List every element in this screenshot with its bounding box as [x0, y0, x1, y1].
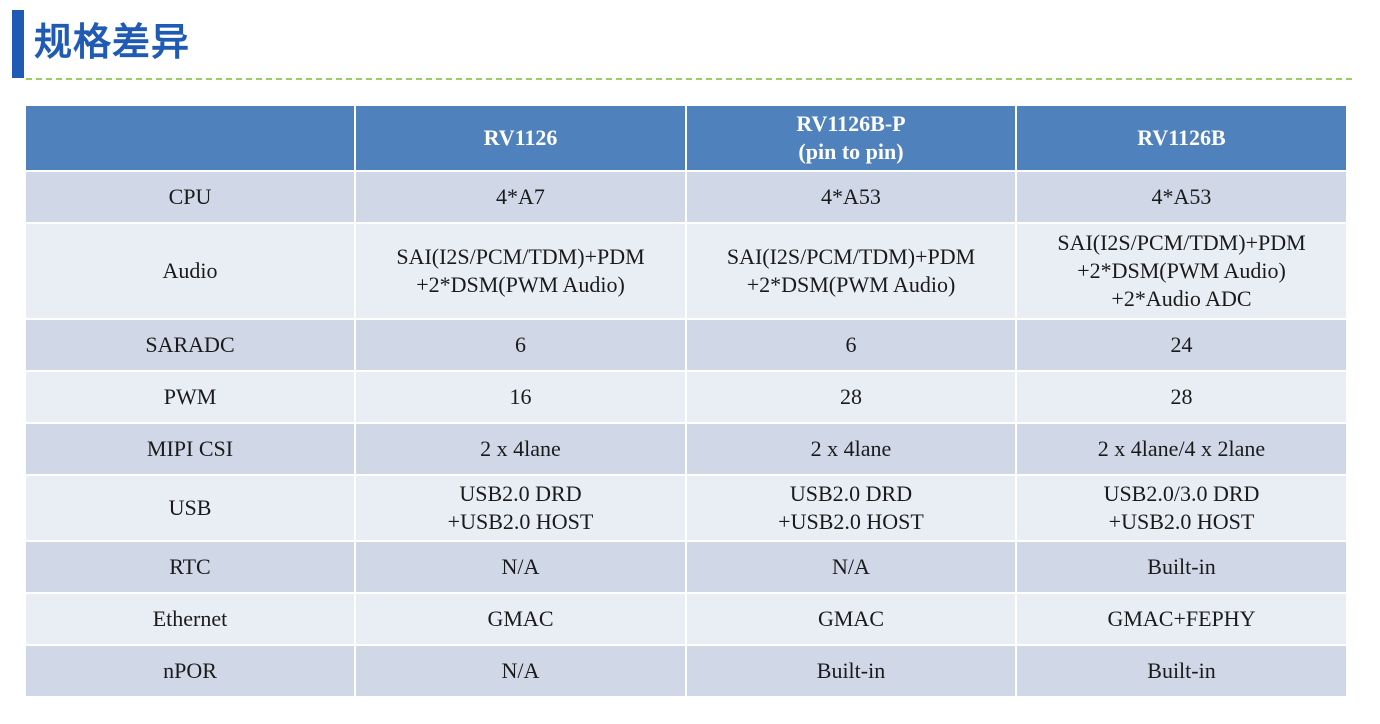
table-cell: USB2.0 DRD +USB2.0 HOST	[354, 474, 687, 542]
cell-text-line: N/A	[501, 554, 540, 579]
table-row-cpu: CPU 4*A7 4*A53 4*A53	[24, 170, 1348, 224]
cell-text-line: +2*DSM(PWM Audio)	[416, 272, 625, 297]
cell-text-line: 24	[1170, 332, 1193, 357]
header-text-line: RV1126B	[1137, 125, 1226, 150]
table-cell: GMAC	[685, 592, 1017, 646]
table-cell: N/A	[354, 644, 687, 698]
cell-text-line: 4*A53	[1151, 184, 1212, 209]
table-cell: 4*A7	[354, 170, 687, 224]
cell-text-line: GMAC+FEPHY	[1107, 606, 1256, 631]
cell-text-line: 4*A7	[496, 184, 545, 209]
page-title: 规格差异	[34, 20, 191, 64]
table-cell: Built-in	[1015, 540, 1348, 594]
cell-text-line: 16	[509, 384, 532, 409]
table-cell: GMAC+FEPHY	[1015, 592, 1348, 646]
cell-text-line: SAI(I2S/PCM/TDM)+PDM	[396, 244, 645, 269]
cell-text-line: GMAC	[487, 606, 554, 631]
cell-text-line: Built-in	[1147, 658, 1216, 683]
cell-text-line: USB2.0 DRD	[789, 481, 913, 506]
table-cell: 28	[685, 370, 1017, 424]
table-cell: SAI(I2S/PCM/TDM)+PDM +2*DSM(PWM Audio)	[354, 222, 687, 320]
table-cell: 2 x 4lane/4 x 2lane	[1015, 422, 1348, 476]
cell-text-line: 2 x 4lane	[480, 436, 561, 461]
header-text-line: RV1126	[483, 125, 558, 150]
cell-text-line: 6	[515, 332, 526, 357]
row-label: nPOR	[24, 644, 356, 698]
table-cell: 4*A53	[685, 170, 1017, 224]
cell-text-line: GMAC	[817, 606, 884, 631]
table-row-usb: USB USB2.0 DRD +USB2.0 HOST USB2.0 DRD +USB2…	[24, 474, 1348, 542]
title-accent-bar	[12, 10, 24, 78]
table-cell: SAI(I2S/PCM/TDM)+PDM +2*DSM(PWM Audio)	[685, 222, 1017, 320]
header-blank-cell	[24, 104, 356, 172]
row-label: MIPI CSI	[24, 422, 356, 476]
table-cell: 2 x 4lane	[354, 422, 687, 476]
cell-text-line: +USB2.0 HOST	[447, 509, 594, 534]
cell-text-line: +USB2.0 HOST	[1108, 509, 1255, 534]
header-text-line: (pin to pin)	[798, 139, 904, 164]
table-cell: GMAC	[354, 592, 687, 646]
row-label: RTC	[24, 540, 356, 594]
row-label: SARADC	[24, 318, 356, 372]
table-cell: 2 x 4lane	[685, 422, 1017, 476]
row-label: Ethernet	[24, 592, 356, 646]
table-row-rtc: RTC N/A N/A Built-in	[24, 540, 1348, 594]
row-label: CPU	[24, 170, 356, 224]
table-cell: 24	[1015, 318, 1348, 372]
table-row-ethernet: Ethernet GMAC GMAC GMAC+FEPHY	[24, 592, 1348, 646]
row-label: Audio	[24, 222, 356, 320]
cell-text-line: 4*A53	[821, 184, 881, 209]
table-cell: Built-in	[685, 644, 1017, 698]
header-rv1126b: RV1126B	[1015, 104, 1348, 172]
cell-text-line: N/A	[832, 554, 870, 579]
title-divider	[26, 78, 1352, 80]
cell-text-line: 6	[845, 332, 857, 357]
table-row-npor: nPOR N/A Built-in Built-in	[24, 644, 1348, 698]
table-cell: N/A	[685, 540, 1017, 594]
cell-text-line: USB2.0/3.0 DRD	[1103, 481, 1260, 506]
table-cell: 28	[1015, 370, 1348, 424]
cell-text-line: 28	[1170, 384, 1193, 409]
cell-text-line: SAI(I2S/PCM/TDM)+PDM	[726, 244, 976, 269]
cell-text-line: USB2.0 DRD	[459, 481, 582, 506]
header-rv1126: RV1126	[354, 104, 687, 172]
cell-text-line: SAI(I2S/PCM/TDM)+PDM	[1057, 230, 1306, 255]
table-row-mipi-csi: MIPI CSI 2 x 4lane 2 x 4lane 2 x 4lane/4 x …	[24, 422, 1348, 476]
table-cell: N/A	[354, 540, 687, 594]
cell-text-line: +2*DSM(PWM Audio)	[1077, 258, 1286, 283]
spec-comparison-table: RV1126 RV1126B-P (pin to pin) RV1126B CPU 4*…	[24, 104, 1348, 698]
table-cell: Built-in	[1015, 644, 1348, 698]
cell-text-line: N/A	[501, 658, 540, 683]
table-cell: USB2.0/3.0 DRD +USB2.0 HOST	[1015, 474, 1348, 542]
table-header-row: RV1126 RV1126B-P (pin to pin) RV1126B	[24, 104, 1348, 172]
row-label: USB	[24, 474, 356, 542]
cell-text-line: 2 x 4lane/4 x 2lane	[1097, 436, 1266, 461]
cell-text-line: 28	[840, 384, 862, 409]
cell-text-line: Built-in	[1147, 554, 1216, 579]
table-row-audio: Audio SAI(I2S/PCM/TDM)+PDM +2*DSM(PWM Audi…	[24, 222, 1348, 320]
table-cell: SAI(I2S/PCM/TDM)+PDM +2*DSM(PWM Audio) +2*…	[1015, 222, 1348, 320]
cell-text-line: Built-in	[816, 658, 886, 683]
cell-text-line: +2*Audio ADC	[1111, 286, 1252, 311]
header-rv1126b-p: RV1126B-P (pin to pin)	[685, 104, 1017, 172]
table-row-pwm: PWM 16 28 28	[24, 370, 1348, 424]
table-cell: 6	[685, 318, 1017, 372]
table-cell: 6	[354, 318, 687, 372]
table-cell: 16	[354, 370, 687, 424]
table-row-saradc: SARADC 6 6 24	[24, 318, 1348, 372]
cell-text-line: 2 x 4lane	[810, 436, 892, 461]
cell-text-line: +2*DSM(PWM Audio)	[746, 272, 956, 297]
table-cell: 4*A53	[1015, 170, 1348, 224]
table-cell: USB2.0 DRD +USB2.0 HOST	[685, 474, 1017, 542]
cell-text-line: +USB2.0 HOST	[778, 509, 924, 534]
header-text-line: RV1126B-P	[796, 111, 906, 136]
row-label: PWM	[24, 370, 356, 424]
